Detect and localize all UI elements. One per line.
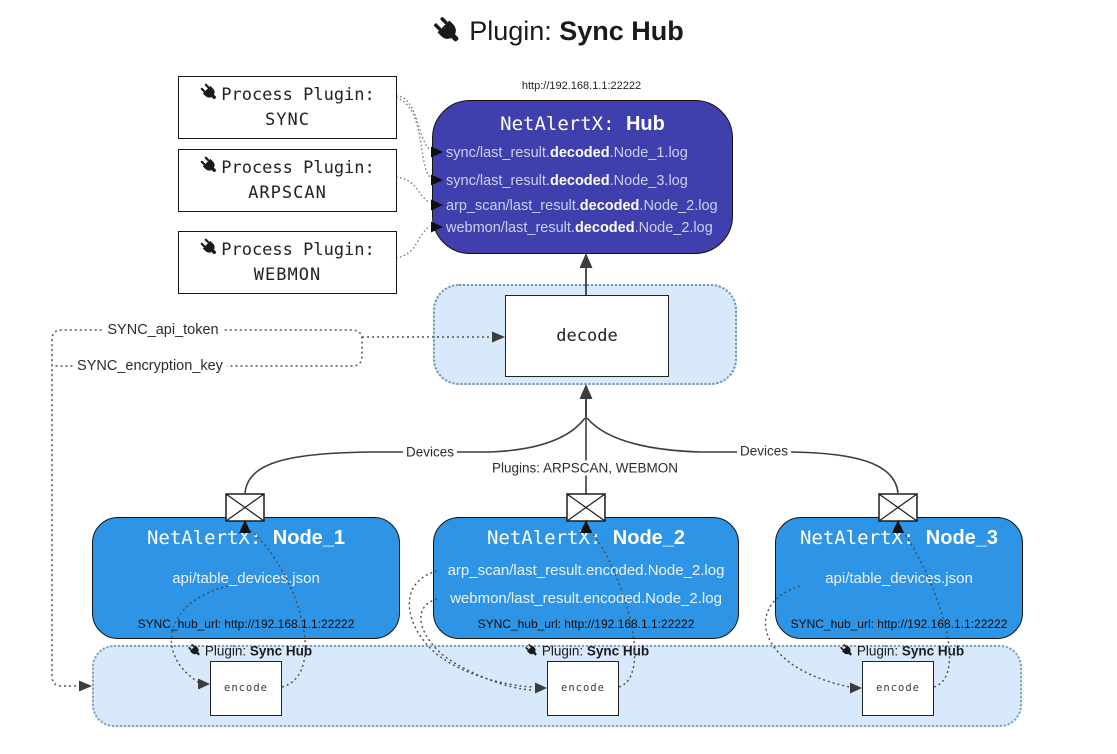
node-box-2: NetAlertX: Node_2 arp_scan/last_result.e… <box>433 517 739 639</box>
node-file: webmon/last_result.encoded.Node_2.log <box>450 590 722 607</box>
page-title-name: Sync Hub <box>559 16 684 46</box>
node-box-1: NetAlertX: Node_1 api/table_devices.json… <box>92 517 400 639</box>
node-hub-url: SYNC_hub_url: http://192.168.1.1:22222 <box>790 617 1008 631</box>
process-plugin-label: Process Plugin: <box>221 85 375 105</box>
plug-icon <box>187 642 202 661</box>
node-hub-url: SYNC_hub_url: http://192.168.1.1:22222 <box>477 617 695 631</box>
encoder-label-1: Plugin: Sync Hub <box>187 642 312 661</box>
sync-plugin-link-2 <box>395 97 431 178</box>
node-title: NetAlertX: Node_2 <box>486 527 686 549</box>
encode-box-3: encode <box>862 661 934 716</box>
process-plugin-name: SYNC <box>265 110 310 130</box>
hub-file-line: sync/last_result.decoded.Node_1.log <box>446 145 688 161</box>
plug-icon <box>524 642 539 661</box>
page-title-prefix: Plugin: <box>469 16 552 46</box>
node-file: api/table_devices.json <box>825 570 973 587</box>
hub-file-line: sync/last_result.decoded.Node_3.log <box>446 173 688 189</box>
plug-icon <box>199 155 220 180</box>
hub-title: NetAlertX: Hub <box>500 113 665 135</box>
plug-icon <box>199 237 220 262</box>
encode-box-1: encode <box>210 661 282 716</box>
hub-url-label: http://192.168.1.1:22222 <box>521 80 642 92</box>
process-plugin-box-sync: Process Plugin: SYNC <box>178 76 397 139</box>
sync-plugin-link-1 <box>395 95 431 151</box>
sync-encryption-key-label: SYNC_encryption_key <box>73 358 227 374</box>
sync-api-token-label: SYNC_api_token <box>103 322 223 338</box>
process-plugin-label: Process Plugin: <box>221 240 375 260</box>
process-plugin-box-webmon: Process Plugin: WEBMON <box>178 231 397 294</box>
hub-file-line: webmon/last_result.decoded.Node_2.log <box>446 220 713 236</box>
plug-icon <box>199 82 220 107</box>
arpscan-plugin-link <box>395 176 431 204</box>
encode-box-2: encode <box>547 661 619 716</box>
encoder-label-3: Plugin: Sync Hub <box>839 642 964 661</box>
decode-in-arrowhead <box>579 384 593 399</box>
plugins-edge-label: Plugins: ARPSCAN, WEBMON <box>488 460 682 476</box>
process-plugin-label: Process Plugin: <box>221 158 375 178</box>
process-plugin-box-arpscan: Process Plugin: ARPSCAN <box>178 149 397 212</box>
token-to-band-arrowhead <box>79 680 92 692</box>
page-title: Plugin: Sync Hub <box>0 14 1117 53</box>
decode-box: decode <box>505 295 669 377</box>
devices-edge-label-right: Devices <box>736 443 792 459</box>
hub-file-line: arp_scan/last_result.decoded.Node_2.log <box>446 198 718 214</box>
node-box-3: NetAlertX: Node_3 api/table_devices.json… <box>775 517 1023 639</box>
plug-icon <box>839 642 854 661</box>
plug-icon <box>432 14 464 53</box>
node-file: arp_scan/last_result.encoded.Node_2.log <box>447 562 725 579</box>
process-plugin-name: WEBMON <box>253 265 322 285</box>
node-file: api/table_devices.json <box>172 570 320 587</box>
webmon-plugin-link <box>395 225 431 259</box>
node-hub-url: SYNC_hub_url: http://192.168.1.1:22222 <box>137 617 355 631</box>
hub-box: NetAlertX: Hub sync/last_result.decoded.… <box>432 100 733 254</box>
encoder-label-2: Plugin: Sync Hub <box>524 642 649 661</box>
process-plugin-name: ARPSCAN <box>248 183 327 203</box>
hub-in-arrowhead <box>579 253 593 268</box>
devices-edge-label-left: Devices <box>402 444 458 460</box>
node-title: NetAlertX: Node_1 <box>146 527 346 549</box>
node-title: NetAlertX: Node_3 <box>799 527 999 549</box>
